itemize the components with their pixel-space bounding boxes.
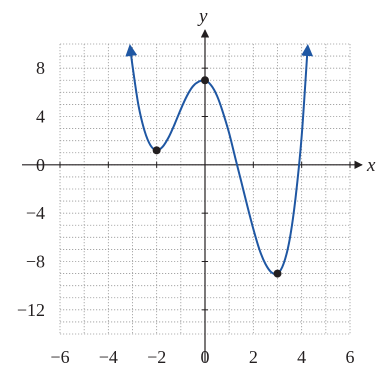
x-tick-label: −6 [50, 347, 69, 367]
y-tick-label: 8 [36, 58, 45, 78]
x-tick-label: −4 [99, 347, 118, 367]
y-tick-label: −8 [26, 252, 45, 272]
turning-point [152, 146, 161, 155]
x-tick-label: 0 [201, 347, 210, 367]
y-tick-label: 4 [36, 107, 45, 127]
x-tick-label: −2 [147, 347, 166, 367]
x-axis-label: x [366, 155, 376, 176]
y-axis-label: y [197, 6, 208, 27]
y-tick-labels: 8 4 0 −4 −8 −12 [17, 58, 45, 320]
y-tick-label: 0 [36, 155, 45, 175]
turning-point [201, 76, 209, 85]
turning-point [273, 269, 282, 278]
x-tick-label: 6 [346, 347, 355, 367]
turning-points [152, 76, 282, 278]
x-tick-labels: −6 −4 −2 0 2 4 6 [50, 347, 354, 367]
axis-ticks [59, 67, 351, 311]
x-tick-label: 2 [249, 347, 258, 367]
y-tick-label: −4 [26, 203, 45, 223]
y-tick-label: −12 [17, 300, 45, 320]
axes [22, 29, 363, 362]
x-tick-label: 4 [297, 347, 306, 367]
